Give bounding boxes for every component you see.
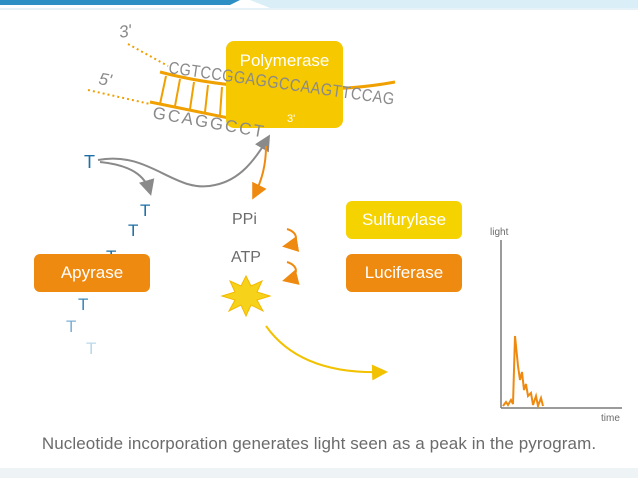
primer-tail-dotted bbox=[87, 89, 151, 105]
pyrogram-y-label: light bbox=[490, 227, 509, 238]
polymerase-label: Polymerase bbox=[239, 51, 330, 70]
apyrase-box: Apyrase bbox=[34, 254, 150, 292]
nucleotide-t-free: T bbox=[84, 152, 95, 172]
template-3prime-label: 3' bbox=[117, 21, 134, 42]
nucleotide-t-degraded: T bbox=[66, 317, 76, 336]
luciferase-label: Luciferase bbox=[364, 263, 444, 282]
incorporation-arrow bbox=[97, 134, 271, 188]
sulfurylase-box: Sulfurylase bbox=[346, 201, 462, 239]
slide-caption: Nucleotide incorporation generates light… bbox=[41, 434, 597, 453]
nucleotide-t: T bbox=[140, 201, 150, 220]
pyrogram-x-label: time bbox=[601, 413, 620, 424]
pyrogram-peak-trace bbox=[502, 335, 544, 410]
ppi-label: PPi bbox=[232, 211, 257, 228]
pyrogram-chart: light time bbox=[490, 227, 622, 424]
header-band bbox=[0, 0, 638, 10]
nucleotide-t-degraded: T bbox=[78, 295, 88, 314]
ppi-release-arrow bbox=[252, 145, 267, 200]
apyrase-label: Apyrase bbox=[60, 263, 124, 282]
light-to-pyrogram-arrow bbox=[265, 325, 388, 381]
nucleotide-t-degraded: T bbox=[86, 339, 96, 358]
light-burst-icon bbox=[220, 274, 272, 318]
polymerase-box: Polymerase bbox=[226, 41, 343, 128]
luciferase-box: Luciferase bbox=[346, 254, 462, 292]
primer-5prime-label: 5' bbox=[97, 69, 114, 90]
footer-band bbox=[0, 468, 638, 478]
atp-label: ATP bbox=[231, 249, 261, 266]
atp-to-light-arrow bbox=[282, 261, 300, 285]
nucleotide-t: T bbox=[128, 221, 138, 240]
primer-3prime-label: 3' bbox=[287, 113, 295, 125]
primer-sequence: GCAGGCCT bbox=[151, 103, 267, 142]
ppi-to-atp-arrow bbox=[282, 228, 300, 252]
sulfurylase-label: Sulfurylase bbox=[361, 210, 447, 229]
to-apyrase-arrow bbox=[99, 161, 155, 196]
template-sequence: CGTCCGGAGGCCAAGTTCCAG bbox=[167, 58, 395, 109]
